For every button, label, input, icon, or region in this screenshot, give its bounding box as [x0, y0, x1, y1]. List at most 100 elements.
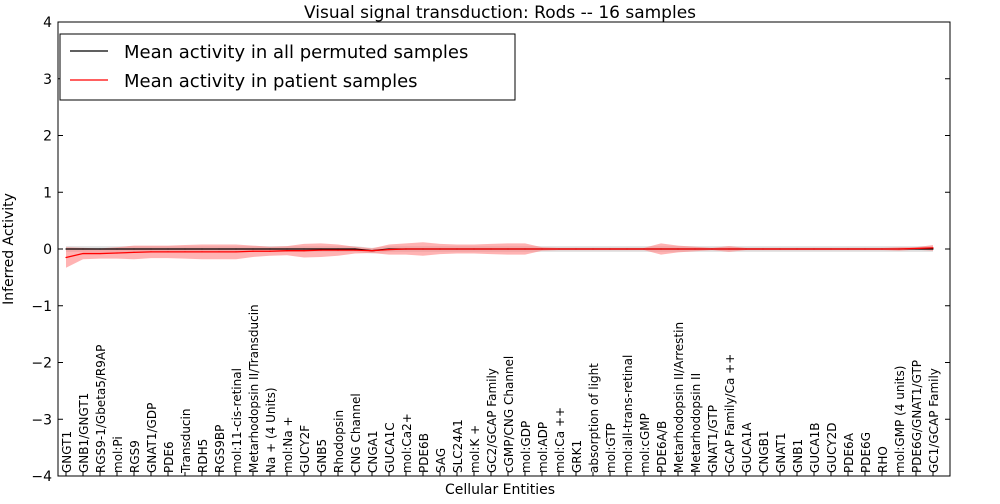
line-series-1: [65, 247, 934, 259]
band-series-1: [66, 242, 933, 268]
x-tick-label: PDE6G/GNAT1/GTP: [910, 360, 924, 473]
y-tick-label: 2: [43, 129, 52, 145]
point-series-1: [507, 248, 509, 250]
point-series-1: [694, 248, 696, 250]
x-tick-label: GNGT1: [60, 431, 74, 473]
x-tick-label: GUCA1A: [740, 422, 754, 473]
x-tick-label: PDE6B: [417, 433, 431, 473]
x-tick-label: GUCA1B: [808, 422, 822, 473]
x-tick-label: GC2/GCAP Family: [485, 368, 499, 473]
x-tick-label: RHO: [876, 446, 890, 473]
point-series-1: [286, 250, 288, 252]
legend-label-permuted: Mean activity in all permuted samples: [124, 42, 468, 63]
x-tick-label: SLC24A1: [451, 419, 465, 473]
point-series-0: [99, 248, 101, 250]
y-tick-label: 4: [43, 15, 52, 31]
x-tick-label: SAG: [434, 448, 448, 473]
x-tick-label: RGS9-1/Gbeta5/R9AP: [94, 345, 108, 473]
point-series-1: [303, 250, 305, 252]
x-tick-label: mol:Ca ++: [553, 407, 567, 473]
y-tick-label: 1: [43, 185, 52, 201]
y-axis-label: Inferred Activity: [1, 193, 17, 305]
point-series-0: [235, 248, 237, 250]
point-series-1: [218, 251, 220, 253]
x-tick-label: mol:K +: [468, 425, 482, 473]
x-tick-label: mol:cGMP: [638, 413, 652, 473]
x-tick-label: GUCY2F: [298, 425, 312, 473]
x-tick-label: RGS9: [128, 440, 142, 473]
point-series-1: [626, 248, 628, 250]
point-series-1: [796, 248, 798, 250]
point-series-1: [320, 249, 322, 251]
x-tick-label: mol:Na +: [281, 416, 295, 473]
point-series-0: [286, 248, 288, 250]
point-series-1: [915, 247, 917, 250]
point-series-1: [150, 251, 152, 253]
x-tick-label: Metarhodopsin II/Transducin: [247, 304, 261, 473]
x-tick-label: CNGA1: [366, 431, 380, 474]
point-series-0: [354, 248, 356, 250]
point-series-1: [660, 248, 662, 250]
plot-area: [65, 242, 934, 268]
legend: Mean activity in all permuted samples Me…: [59, 33, 516, 101]
point-series-1: [252, 250, 254, 252]
x-tick-label: mol:GMP (4 units): [893, 366, 907, 473]
x-tick-label: cGMP/CNG Channel: [502, 356, 516, 473]
point-series-1: [337, 249, 339, 251]
point-series-0: [65, 248, 67, 250]
point-series-1: [813, 248, 815, 250]
point-series-1: [762, 248, 764, 250]
x-tick-label: mol:all-trans-retinal: [621, 355, 635, 473]
point-series-1: [932, 247, 934, 249]
point-series-0: [269, 248, 271, 250]
x-tick-label: absorption of light: [587, 363, 601, 473]
point-series-1: [116, 252, 118, 254]
x-tick-label: GUCA1C: [383, 422, 397, 473]
point-series-1: [269, 250, 271, 252]
point-series-1: [439, 248, 441, 250]
point-series-1: [473, 248, 475, 250]
x-tick-label: GNB5: [315, 439, 329, 473]
point-series-1: [830, 248, 832, 250]
x-tick-label: PDE6G: [859, 432, 873, 473]
point-series-1: [847, 248, 849, 250]
x-tick-label: CNGB1: [757, 430, 771, 473]
point-series-1: [898, 248, 900, 250]
point-series-0: [252, 248, 254, 250]
x-tick-label: Rhodopsin: [332, 410, 346, 473]
y-tick-label: −4: [31, 469, 52, 485]
y-tick-label: 0: [43, 242, 52, 258]
point-series-0: [218, 248, 220, 250]
x-tick-label: GNB1: [791, 439, 805, 473]
chart-title: Visual signal transduction: Rods -- 16 s…: [304, 3, 696, 23]
x-tick-label: mol:GTP: [604, 423, 618, 473]
x-tick-label: GNAT1/GTP: [706, 405, 720, 473]
point-series-0: [184, 248, 186, 250]
point-series-1: [881, 248, 883, 250]
y-tick-label: −1: [31, 299, 52, 315]
point-series-1: [133, 251, 135, 254]
point-series-0: [116, 248, 118, 250]
point-series-0: [167, 248, 169, 250]
y-tick-label: −2: [31, 356, 52, 372]
point-series-1: [609, 248, 611, 250]
point-series-1: [422, 248, 424, 250]
point-series-0: [150, 248, 152, 250]
point-series-1: [643, 248, 645, 250]
point-series-1: [371, 250, 373, 252]
point-series-0: [337, 248, 339, 250]
x-tick-label: Metarhodopsin II: [689, 373, 703, 473]
point-series-1: [728, 248, 730, 250]
x-tick-label: GUCY2D: [825, 423, 839, 473]
point-series-1: [82, 252, 84, 255]
point-series-1: [864, 248, 866, 250]
x-tick-label: GNAT1/GDP: [145, 403, 159, 473]
x-tick-label: mol:GDP: [519, 421, 533, 473]
x-tick-label: GNB1/GNGT1: [77, 393, 91, 473]
point-series-0: [320, 248, 322, 250]
x-tick-label: PDE6A: [842, 432, 856, 473]
x-tick-label: mol:11-cis-retinal: [230, 368, 244, 473]
x-tick-label: RGS9BP: [213, 425, 227, 473]
